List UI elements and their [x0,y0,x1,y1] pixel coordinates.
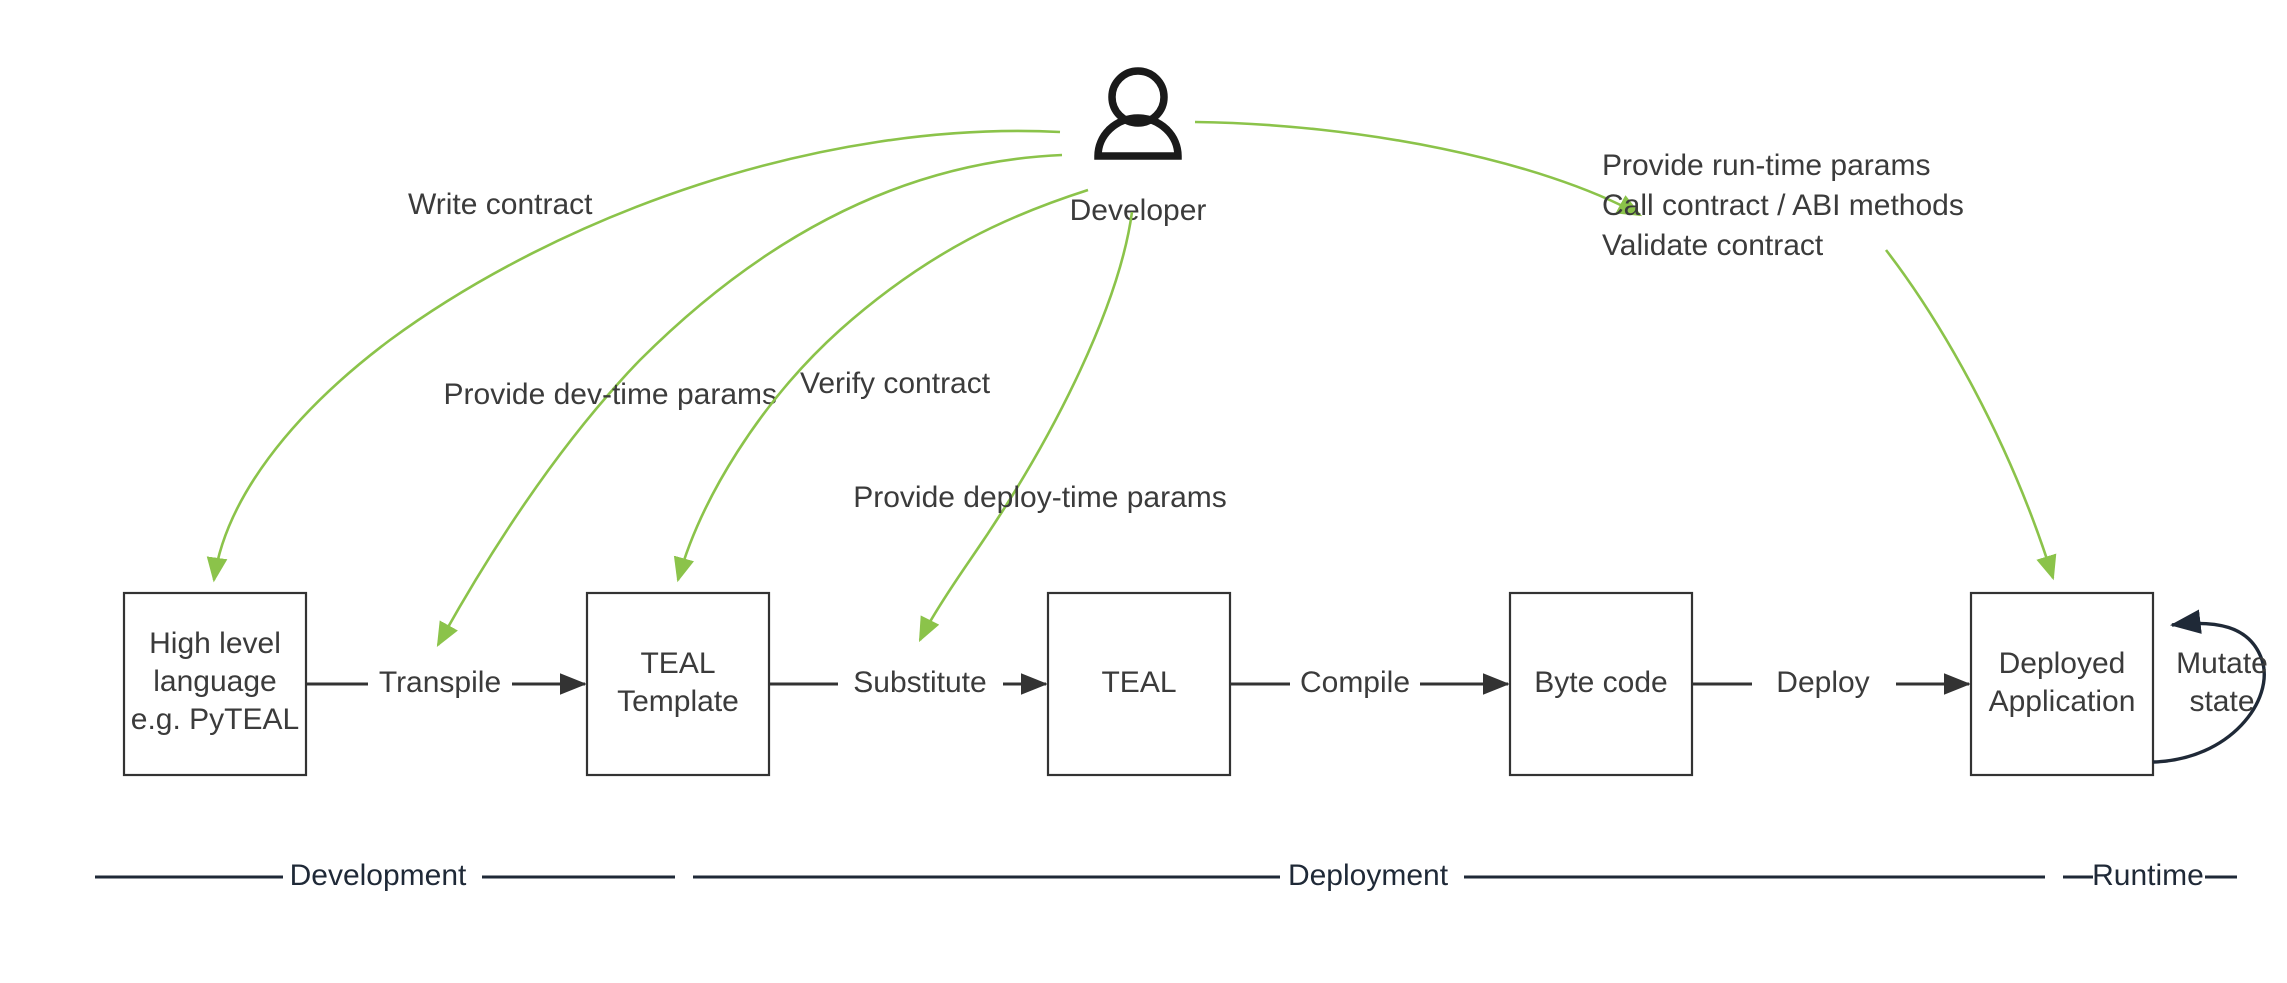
node-deployed-application-line-2: Application [1989,685,2136,718]
self-loop-mutate-state-line-1: Mutate [2176,647,2268,680]
node-teal-template-line-1: TEAL [640,647,715,680]
node-teal-rect[interactable] [1046,591,1232,777]
transition-compile: Compile [1230,666,1510,699]
actor-label-provide-deploy-time-params: Provide deploy-time params [853,481,1227,514]
node-high-level-language[interactable]: High level language e.g. PyTEAL [122,591,308,777]
node-teal[interactable]: TEAL [1046,591,1232,777]
node-byte-code[interactable]: Byte code [1508,591,1694,777]
runtime-actions-label-group: Provide run-time params Call contract / … [1602,149,1964,262]
node-deployed-application-rect[interactable] [1969,591,2155,777]
actor-flow-runtime-actions-tail [1884,249,2057,581]
actor-label-provide-dev-time-params: Provide dev-time params [444,378,777,411]
actor-label-write-contract: Write contract [408,188,593,221]
self-loop-mutate-state: Mutate state [2152,609,2268,764]
developer-label: Developer [1070,194,1207,227]
transition-substitute: Substitute [769,666,1048,699]
node-teal-template-line-2: Template [617,685,739,718]
node-deployed-application[interactable]: Deployed Application [1969,591,2155,777]
actor-label-verify-contract: Verify contract [800,367,991,400]
phase-runtime: Runtime [2063,859,2237,892]
self-loop-mutate-state-arc [2152,609,2266,764]
phase-development-label: Development [290,859,467,892]
transition-deploy-label: Deploy [1776,666,1869,699]
transition-transpile-label: Transpile [379,666,501,699]
transition-compile-label: Compile [1300,666,1410,699]
person-icon [1094,67,1182,160]
phase-runtime-label: Runtime [2092,859,2204,892]
node-byte-code-rect[interactable] [1508,591,1694,777]
runtime-action-line-1: Provide run-time params [1602,149,1930,182]
node-teal-template-rect[interactable] [585,591,771,777]
phase-development: Development [95,859,675,892]
runtime-action-line-2: Call contract / ABI methods [1602,189,1964,222]
transition-transpile: Transpile [306,666,587,699]
node-teal-template[interactable]: TEAL Template [585,591,771,777]
phase-deployment: Deployment [693,859,2045,892]
self-loop-mutate-state-line-2: state [2189,685,2254,718]
runtime-action-line-3: Validate contract [1602,229,1824,262]
node-high-level-language-line-3: e.g. PyTEAL [131,703,299,736]
transition-substitute-label: Substitute [853,666,986,699]
developer-actor: Developer [1070,67,1207,227]
actor-flow-provide-dev-time-params [436,153,1063,648]
node-byte-code-label: Byte code [1534,666,1667,699]
phase-deployment-label: Deployment [1288,859,1449,892]
node-teal-label: TEAL [1101,666,1176,699]
node-high-level-language-line-2: language [153,665,276,698]
transition-deploy: Deploy [1692,666,1971,699]
actor-flow-provide-deploy-time-params [918,211,1134,643]
actor-flow-runtime-actions [1194,120,1643,217]
node-high-level-language-line-1: High level [149,627,281,660]
node-high-level-language-rect[interactable] [122,591,308,777]
actor-flow-verify-contract [673,188,1089,583]
node-deployed-application-line-1: Deployed [1999,647,2126,680]
actor-flow-write-contract [206,129,1061,583]
